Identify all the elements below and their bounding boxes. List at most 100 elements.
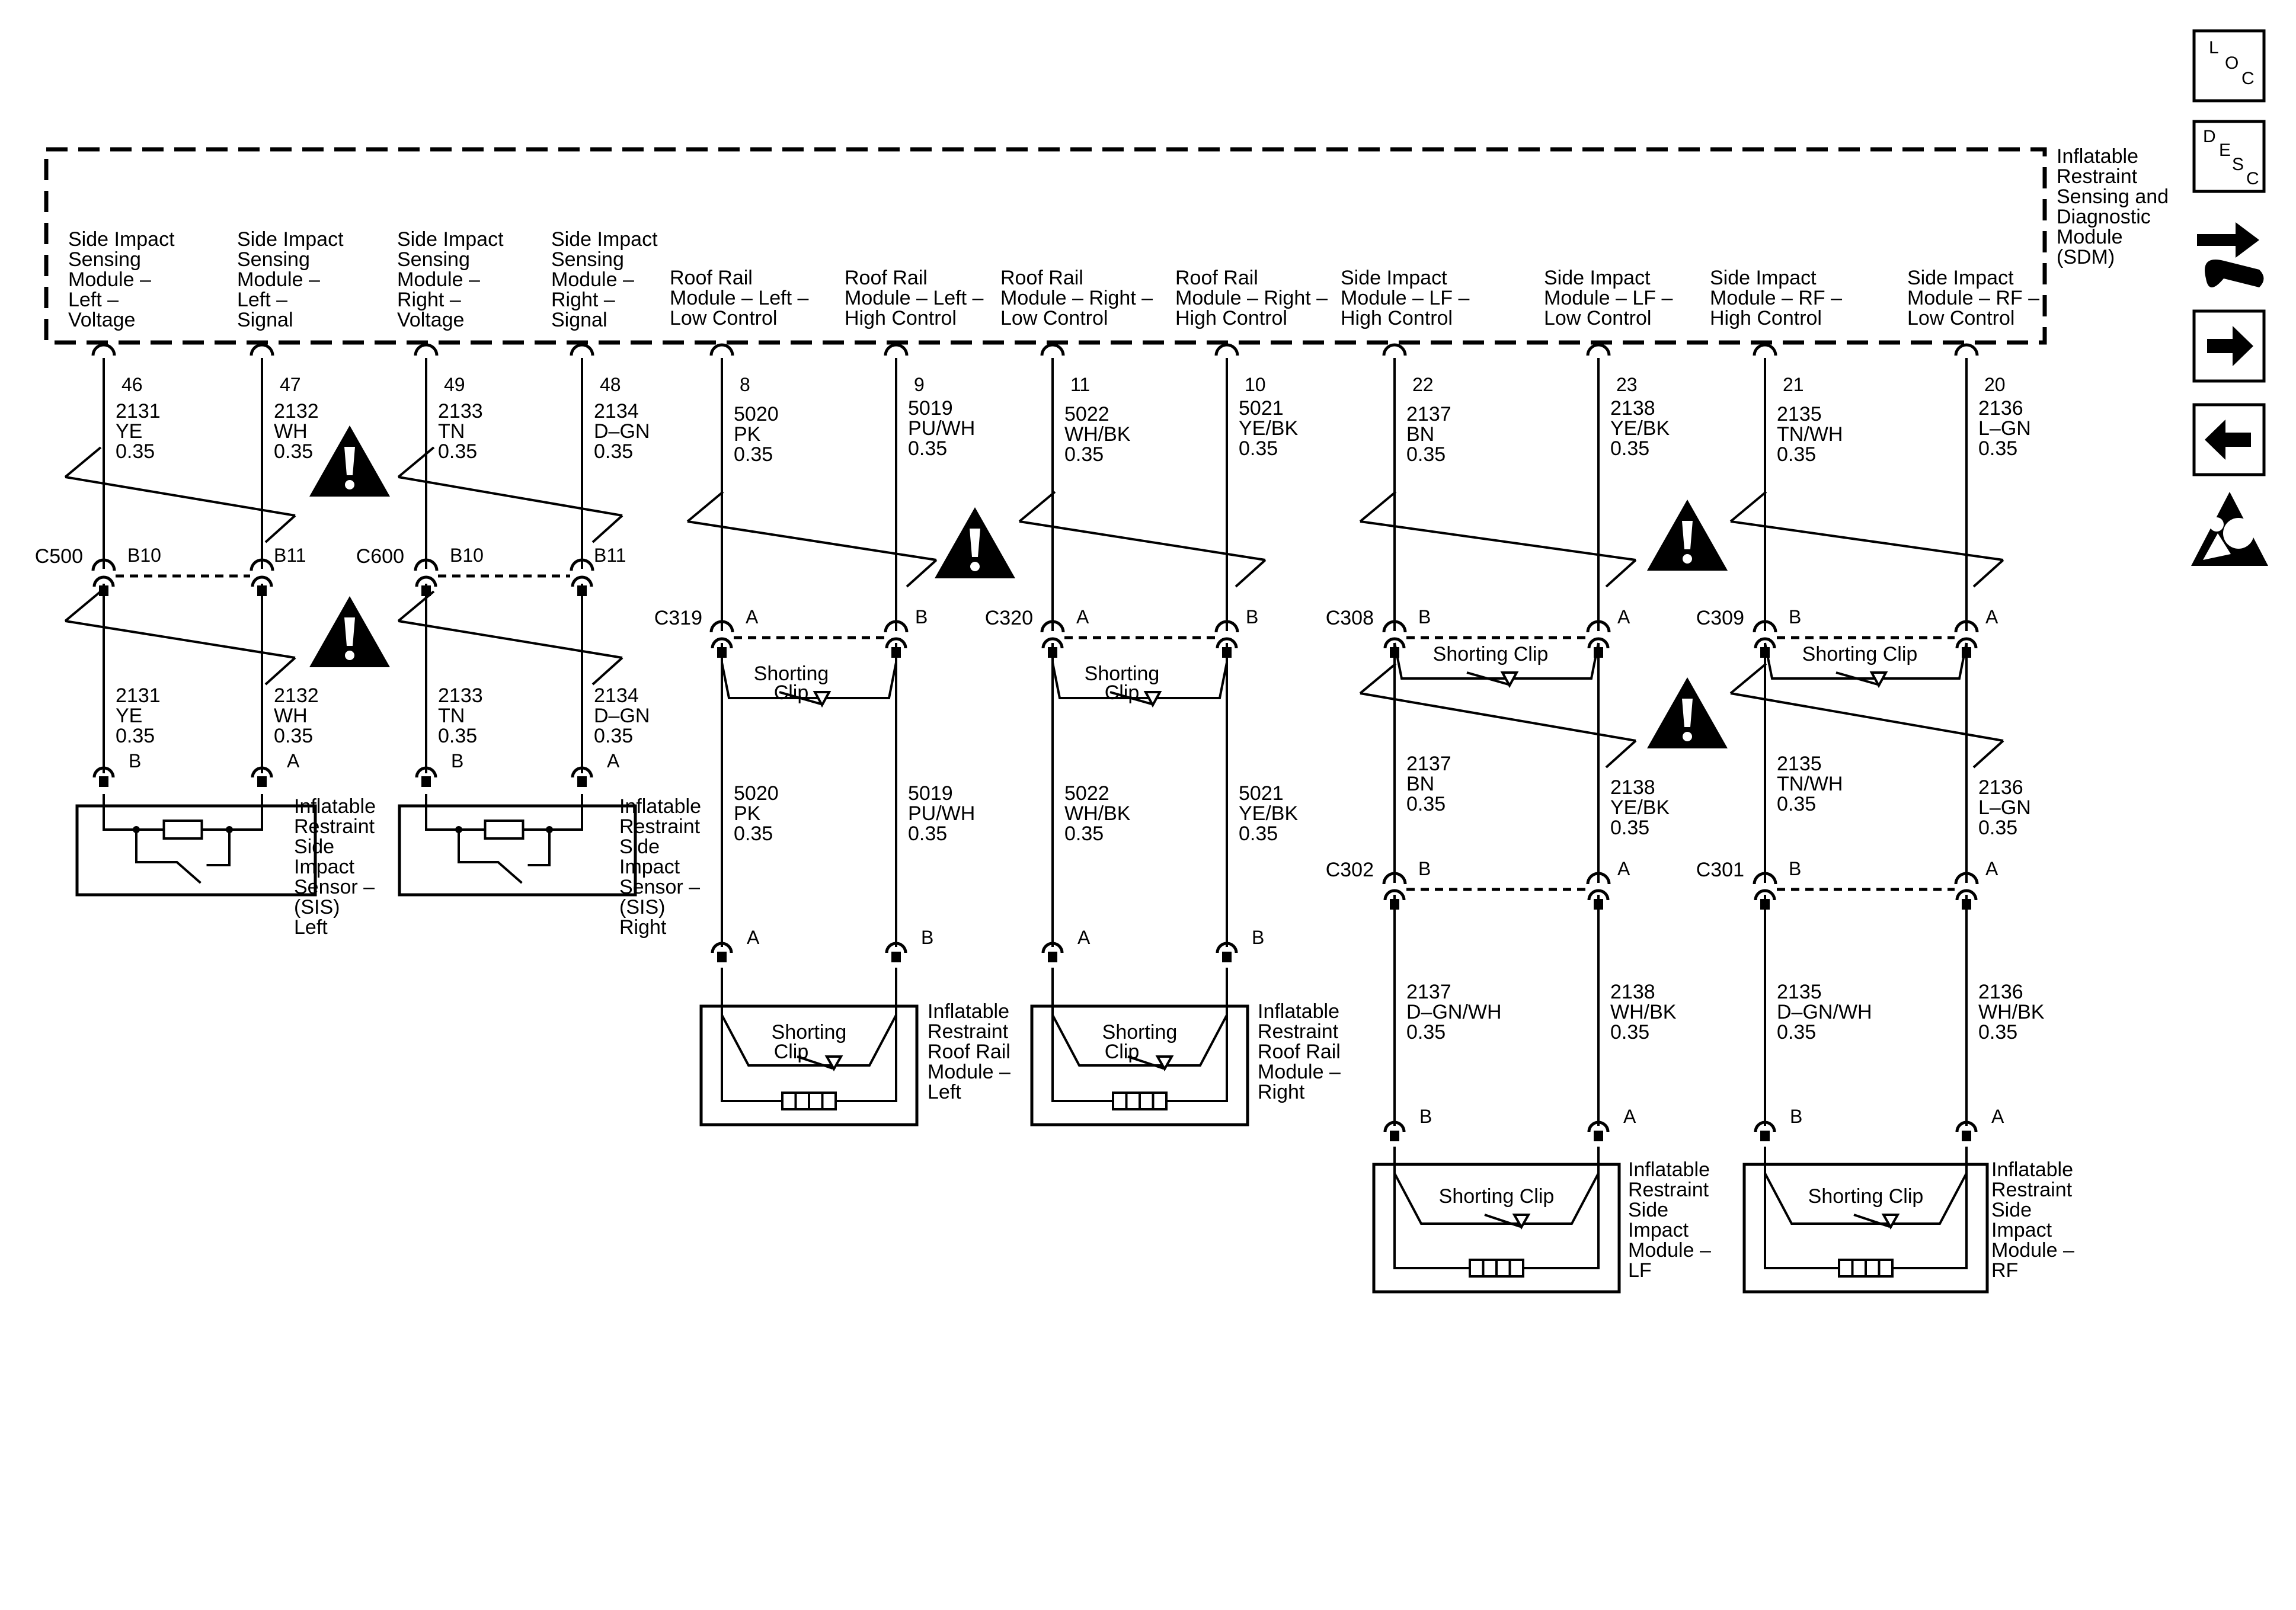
wire-label: YE/BK <box>1239 802 1298 825</box>
module-terminal <box>1587 1121 1610 1132</box>
wire-label: 0.35 <box>1978 817 2017 839</box>
connector-name: C500 <box>35 545 83 568</box>
desc-icon[interactable] <box>2192 120 2266 193</box>
module-clip-switch <box>1484 1214 1521 1228</box>
component-label: Side <box>1991 1199 2032 1221</box>
wire-label: 2134 <box>594 400 639 422</box>
circuit-label: Side Impact <box>237 228 344 251</box>
inline-terminal <box>251 575 273 587</box>
circuit-label: Sensing <box>68 248 141 271</box>
inline-terminal <box>250 558 274 571</box>
module-pin: B <box>1419 1106 1432 1127</box>
airbag-icon[interactable] <box>2191 492 2268 566</box>
connector-pin: B <box>915 606 928 628</box>
break-line <box>1605 559 1637 588</box>
wire-label: 2138 <box>1610 776 1655 799</box>
sdm-pin-number: 48 <box>600 374 621 395</box>
shorting-clip-switch <box>1109 691 1152 705</box>
break-line <box>906 559 938 588</box>
inline-terminal <box>1214 620 1239 633</box>
wire-label: WH/BK <box>1610 1001 1677 1023</box>
loc-icon[interactable] <box>2192 29 2266 103</box>
connector-pin: B <box>1789 606 1801 628</box>
wire-label: 5021 <box>1239 397 1284 420</box>
wire-label: 5022 <box>1064 782 1109 805</box>
module-clip-label: Clip <box>774 1041 809 1063</box>
circuit-label: Module – Right – <box>1175 287 1328 309</box>
inline-terminal <box>414 558 439 571</box>
wire-label: 2137 <box>1406 753 1451 775</box>
sdm-pin-terminal <box>1954 343 1979 356</box>
circuit-label: Module – Left – <box>670 287 808 309</box>
component-label: Restraint <box>1258 1020 1339 1043</box>
inline-terminal <box>1390 899 1399 910</box>
inline-terminal <box>570 558 594 571</box>
wire-label: 2132 <box>274 400 319 422</box>
circuit-label: Side Impact <box>68 228 175 251</box>
wire-label: 0.35 <box>734 443 773 466</box>
sdm-pin-number: 49 <box>444 374 465 395</box>
shorting-clip-harness <box>721 662 897 699</box>
airbag-icon <box>2203 533 2231 560</box>
break-line <box>1729 662 1767 694</box>
connector-name: C319 <box>654 607 702 629</box>
wire-label: 2136 <box>1978 776 2023 799</box>
component-label: Module – <box>1258 1061 1341 1083</box>
break-line <box>264 657 296 686</box>
break-line <box>687 520 937 561</box>
wire-label: 0.35 <box>1406 1021 1446 1044</box>
circuit-label: Low Control <box>1907 307 2014 329</box>
wire-label: 0.35 <box>1610 437 1649 460</box>
connector-tool-icon[interactable] <box>2197 222 2264 287</box>
wire-label: 5022 <box>1064 403 1109 425</box>
sdm-pin-number: 10 <box>1245 374 1266 395</box>
sensor-terminal <box>571 766 593 778</box>
loc-icon-letter: C <box>2241 69 2255 88</box>
resistor <box>484 820 525 840</box>
connector-name: C320 <box>985 607 1033 629</box>
inline-terminal <box>415 575 437 587</box>
inline-terminal <box>1222 647 1232 658</box>
wire-label: L–GN <box>1978 796 2031 819</box>
inline-terminal <box>1586 872 1611 885</box>
component-label: Restraint <box>1628 1179 1709 1201</box>
inline-terminal <box>1587 637 1610 649</box>
component-label: Inflatable <box>1258 1000 1339 1023</box>
sdm-pin-number: 8 <box>740 374 750 395</box>
break-line <box>1019 520 1266 561</box>
connector-tool-icon <box>2197 222 2259 258</box>
sensor-terminal <box>257 776 267 787</box>
module-shorting-clip <box>721 1014 897 1067</box>
airbag-icon <box>2223 518 2254 549</box>
component-label: LF <box>1628 1259 1652 1282</box>
wire-label: PU/WH <box>908 417 975 440</box>
module-terminal <box>1760 1131 1770 1141</box>
component-label: Restraint <box>619 815 701 838</box>
connector-name: C309 <box>1696 607 1744 629</box>
connector-pin: A <box>1617 858 1630 879</box>
circuit-label: Sensing <box>551 248 624 271</box>
wire-label: BN <box>1406 423 1434 446</box>
component-label: Impact <box>294 856 355 878</box>
component-label: Inflatable <box>1991 1158 2073 1181</box>
wire-label: TN/WH <box>1777 773 1843 795</box>
module-clip-label: Clip <box>1105 1041 1140 1063</box>
sdm-pin-terminal <box>250 343 274 356</box>
connector-pin: B <box>1246 606 1258 628</box>
module-clip-label: Shorting <box>772 1021 847 1044</box>
component-label: Sensor – <box>294 876 375 898</box>
shorting-clip-label: Clip <box>774 681 809 704</box>
module-pin: B <box>1790 1106 1802 1127</box>
inline-terminal <box>1040 620 1065 633</box>
module-clip-switch <box>1853 1214 1890 1228</box>
wire-label: YE <box>116 420 142 443</box>
circuit-label: High Control <box>1175 307 1287 329</box>
component-label: Module – <box>928 1061 1011 1083</box>
inline-terminal <box>711 637 733 649</box>
circuit-label: Sensing <box>397 248 470 271</box>
desc-icon-letter: S <box>2232 155 2244 174</box>
component-label: Module – <box>1628 1239 1711 1262</box>
wire-label: 0.35 <box>1777 443 1816 466</box>
component-label: Inflatable <box>619 795 701 818</box>
module-clip-label: Shorting <box>1102 1021 1178 1044</box>
